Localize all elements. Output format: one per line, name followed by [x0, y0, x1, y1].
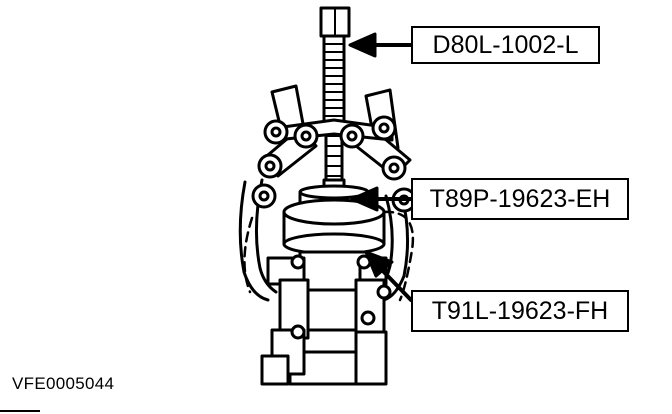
callout-bearing-adapter: T91L-19623-FH: [411, 290, 629, 332]
callout-step-plate: T89P-19623-EH: [411, 178, 629, 220]
callout-label: T89P-19623-EH: [429, 184, 611, 213]
callout-forcing-screw: D80L-1002-L: [411, 26, 600, 64]
pivot-bolts: [251, 115, 417, 213]
leader-arrows: [348, 32, 413, 302]
figure-id-label: VFE0005044: [12, 374, 115, 393]
motion-indicator-lines: [243, 210, 415, 302]
callout-label: T91L-19623-FH: [431, 296, 609, 325]
left-mounting-bracket: [260, 254, 310, 386]
bearing-adapter: [282, 198, 386, 256]
forcing-screw-head: [319, 6, 351, 38]
forcing-screw-shaft: [322, 34, 346, 188]
callout-label: D80L-1002-L: [432, 30, 579, 59]
